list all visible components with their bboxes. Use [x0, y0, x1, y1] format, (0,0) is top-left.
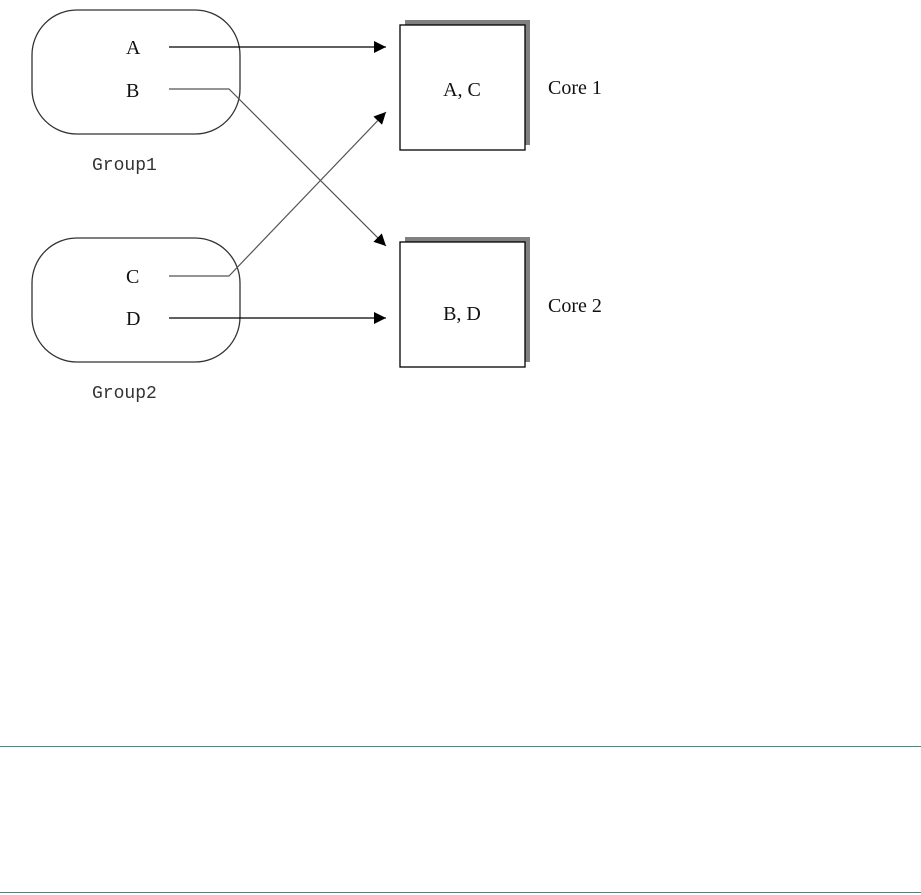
- group-1-outline: [32, 10, 240, 134]
- item-c-label: C: [126, 266, 139, 288]
- core-1-label: Core 1: [548, 77, 602, 99]
- group-2-name: Group2: [92, 384, 157, 404]
- group-2-outline: [32, 238, 240, 362]
- group-1-name: Group1: [92, 156, 157, 176]
- item-b-label: B: [126, 80, 139, 102]
- core-1: A, C Core 1: [400, 20, 602, 150]
- core-2: B, D Core 2: [400, 237, 602, 367]
- item-a-label: A: [126, 37, 141, 59]
- core-2-label: Core 2: [548, 295, 602, 317]
- arrow-c-to-core-1: [169, 112, 386, 276]
- core-1-contents: A, C: [443, 79, 481, 101]
- divider-bottom: [0, 892, 921, 893]
- core-2-contents: B, D: [443, 303, 481, 325]
- arrow-b-to-core-2: [169, 89, 386, 246]
- group-2: C D Group2: [32, 238, 240, 404]
- mapping-arrows: [169, 47, 386, 318]
- group-1: A B Group1: [32, 10, 240, 176]
- item-d-label: D: [126, 308, 140, 330]
- divider-top: [0, 746, 921, 747]
